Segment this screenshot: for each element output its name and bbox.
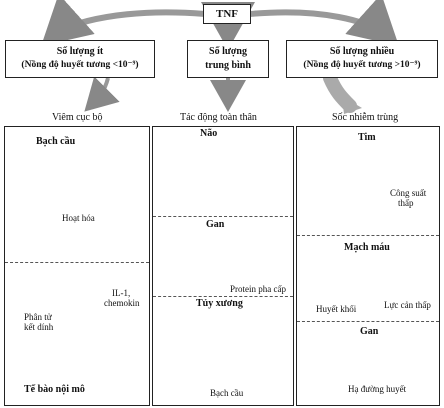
cardiac-output-label-2: thấp [398, 198, 414, 208]
effect-systemic: Tác động toàn thân [180, 112, 257, 123]
high-amount-box: Số lượng nhiều (Nồng độ huyết tương >10⁻… [286, 40, 438, 78]
activation-label: Hoạt hóa [62, 213, 95, 223]
tnf-box: TNF [203, 4, 251, 24]
arrow-tnf-to-low [41, 0, 206, 47]
cardiac-output-label-1: Công suất [390, 188, 427, 198]
low-amount-line2: (Nồng độ huyết tương <10⁻⁹) [21, 60, 139, 70]
cytokines-label-1: IL-1, [112, 288, 131, 298]
middle-panel [152, 126, 294, 406]
low-amount-box: Số lượng ít (Nồng độ huyết tương <10⁻⁹) [5, 40, 155, 78]
right-panel [296, 126, 440, 406]
heart-title: Tim [358, 132, 376, 143]
middle-divider-1 [153, 216, 293, 217]
right-liver-title: Gan [360, 326, 379, 337]
high-amount-line1: Số lượng nhiều [329, 46, 395, 57]
arrow-tnf-to-high [249, 0, 399, 47]
right-divider-1 [297, 235, 439, 236]
vessel-title: Mạch máu [344, 242, 390, 253]
endothelium-label: Tế bào nội mô [24, 384, 85, 395]
adhesion-label-1: Phân tử [24, 312, 52, 322]
arrow-low-to-effect [84, 76, 120, 112]
high-amount-line2: (Nồng độ huyết tương >10⁻⁹) [303, 60, 421, 70]
low-amount-line1: Số lượng ít [56, 46, 104, 57]
hypoglycemia-label: Hạ đường huyết [348, 384, 407, 394]
right-divider-2 [297, 321, 439, 322]
middle-divider-2 [153, 296, 293, 297]
acute-protein-label: Protein pha cấp [230, 284, 286, 294]
medium-amount-line1: Số lượng [209, 46, 247, 57]
bone-wbc-label: Bạch cầu [210, 388, 244, 398]
left-panel-divider [5, 262, 149, 263]
low-resistance-label: Lực cản thấp [384, 300, 431, 310]
cytokines-label-2: chemokin [104, 298, 140, 308]
medium-amount-line2: trung bình [205, 60, 251, 71]
bone-marrow-title: Tủy xương [196, 298, 243, 309]
left-panel [4, 126, 150, 406]
liver-title: Gan [206, 219, 225, 230]
effect-local-inflammation: Viêm cục bộ [52, 112, 103, 123]
brain-title: Não [200, 128, 218, 139]
wbc-title: Bạch cầu [36, 136, 76, 147]
adhesion-label-2: kết dính [24, 322, 54, 332]
effect-septic-shock: Sốc nhiễm trùng [332, 112, 399, 123]
thrombus-label: Huyết khối [316, 304, 357, 314]
arrow-high-to-effect [323, 71, 357, 113]
medium-amount-box: Số lượng trung bình [187, 40, 269, 78]
tnf-label: TNF [216, 8, 238, 20]
